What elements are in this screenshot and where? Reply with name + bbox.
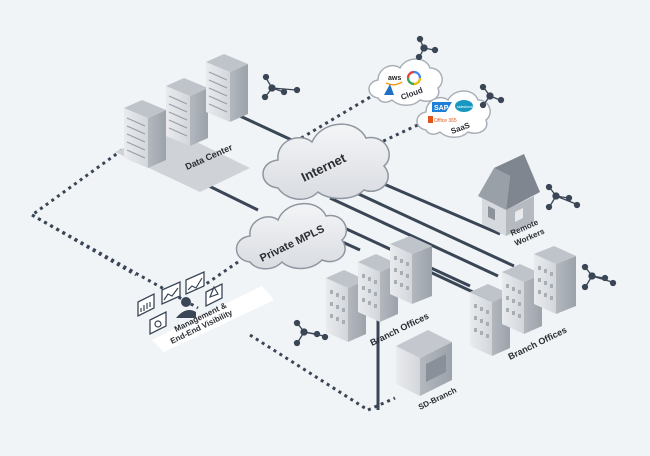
link-internet-branch-right-a xyxy=(349,188,515,268)
dotted-link-left-to-mgmt xyxy=(31,213,137,277)
trend-chart-icon xyxy=(185,270,205,296)
sap-logo: SAP xyxy=(432,102,452,112)
dotted-link-datacenter-to-left xyxy=(31,148,123,217)
saas-providers: SAP salesforce Office 365 SaaS xyxy=(416,90,491,138)
sd-branch-store: SD-Branch xyxy=(396,330,458,412)
window-icon xyxy=(515,208,523,222)
dotted-link-cloud xyxy=(297,88,383,142)
office-building xyxy=(390,236,432,304)
network-node-icon xyxy=(293,319,329,347)
internet-cloud: Internet xyxy=(262,123,390,200)
network-node-icon xyxy=(261,73,301,101)
bar-chart-icon xyxy=(137,292,155,318)
gear-icon xyxy=(149,310,167,336)
dashboard-panels xyxy=(137,270,223,336)
google-cloud-icon xyxy=(406,70,422,86)
dotted-link-sdbranch-bottom xyxy=(367,396,396,412)
azure-icon xyxy=(384,84,394,95)
node-icons xyxy=(261,35,617,347)
management-visibility: Management & End-End Visibility xyxy=(137,270,274,352)
salesforce-logo: salesforce xyxy=(455,100,473,112)
dotted-link-mgmt-to-sdbranch xyxy=(249,333,369,412)
shop-window-icon xyxy=(426,354,446,382)
office-building xyxy=(534,246,576,314)
svg-text:salesforce: salesforce xyxy=(457,105,473,109)
dotted-link-mpls-to-mgmt xyxy=(205,260,239,286)
link-datacenter-internet xyxy=(239,114,297,144)
branch-offices-right: Branch Offices xyxy=(470,246,576,362)
server-tower xyxy=(124,100,166,168)
svg-text:Office 365: Office 365 xyxy=(434,118,457,124)
link-internet-branch-right-b xyxy=(329,196,499,278)
line-chart-icon xyxy=(161,280,181,306)
network-node-icon xyxy=(581,263,617,291)
user-icon xyxy=(176,297,196,318)
office-365-logo: Office 365 xyxy=(428,116,457,124)
aws-smile-icon xyxy=(385,81,403,86)
aws-logo: aws xyxy=(388,75,401,82)
private-mpls-cloud: Private MPLS xyxy=(235,202,347,270)
link-internet-remote xyxy=(369,176,501,236)
svg-text:SAP: SAP xyxy=(434,105,449,112)
network-node-icon xyxy=(479,83,505,109)
network-node-icon xyxy=(415,35,439,61)
server-tower xyxy=(206,54,248,122)
server-tower xyxy=(166,78,208,146)
network-node-icon xyxy=(545,183,581,211)
branch-offices-right-label: Branch Offices xyxy=(506,325,568,362)
remote-workers-house: Remote Workers xyxy=(478,154,546,248)
cloud-providers: aws Cloud xyxy=(368,58,443,106)
data-center: Data Center xyxy=(115,54,250,192)
